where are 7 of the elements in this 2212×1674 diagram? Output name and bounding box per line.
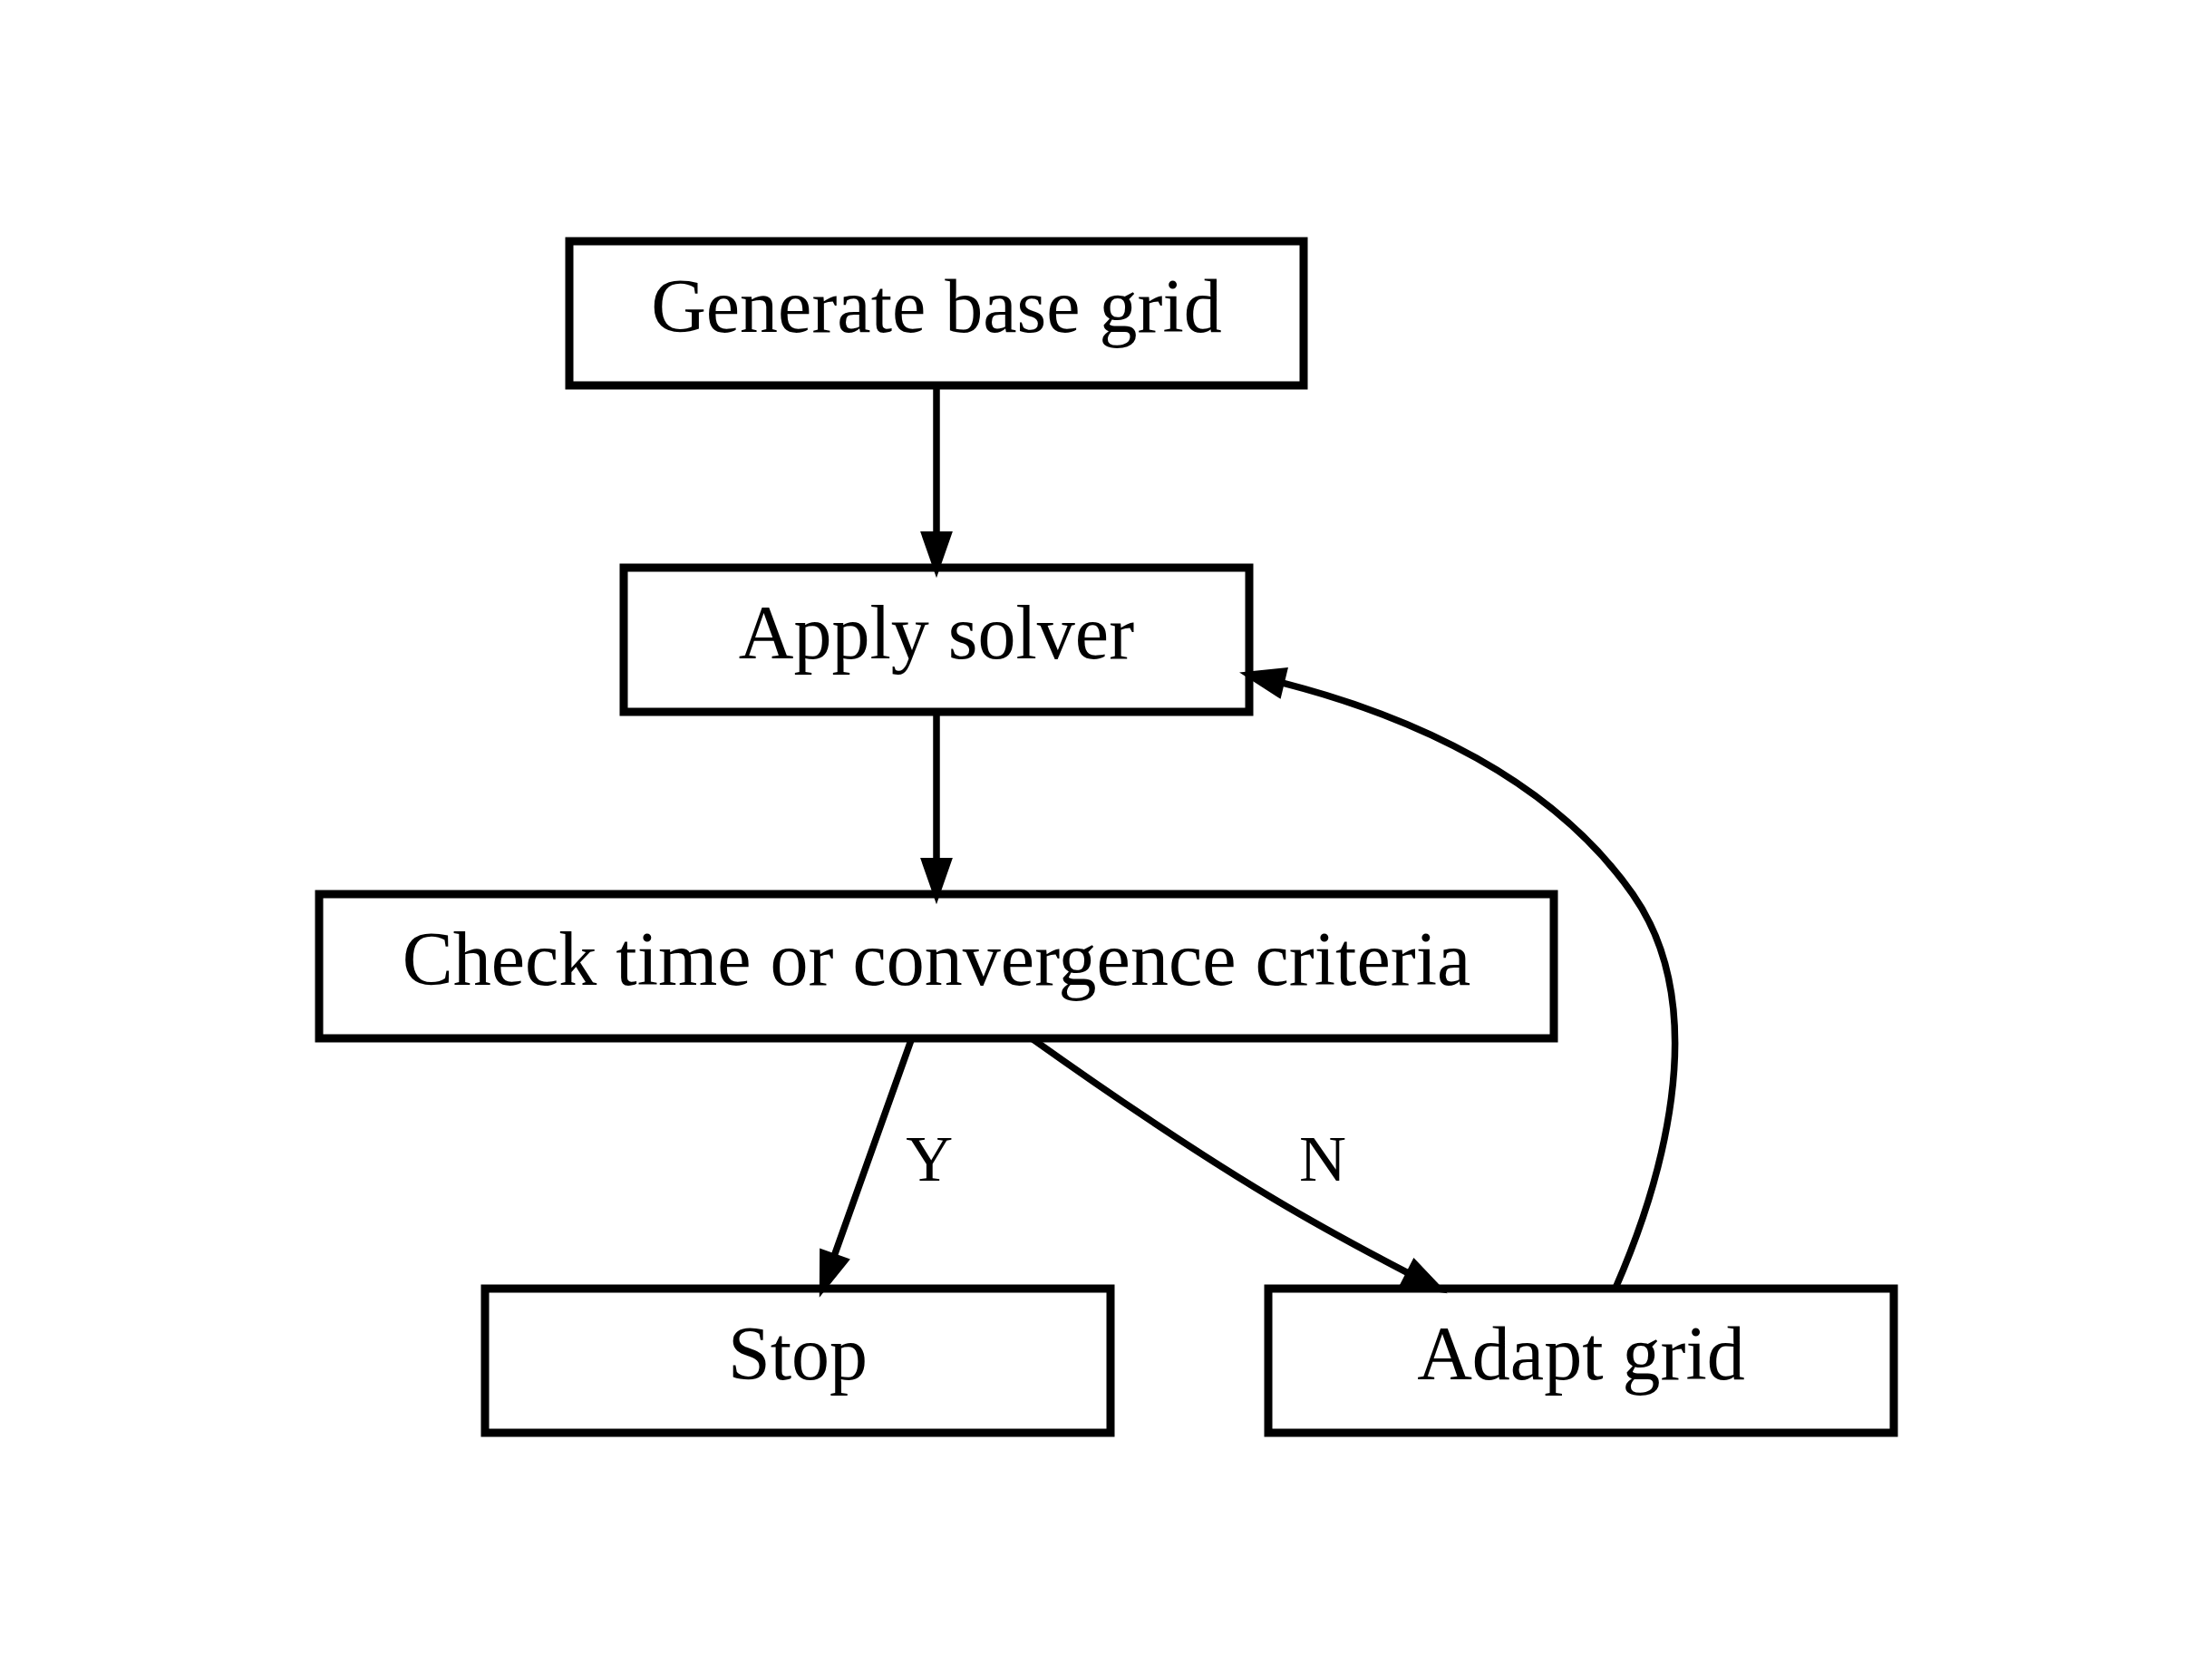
- node-box: Generate base grid: [565, 237, 1307, 390]
- node-box: Apply solver: [619, 563, 1253, 716]
- edge-label: Y: [905, 1122, 951, 1195]
- node-box: Adapt grid: [1264, 1284, 1897, 1437]
- node-box: Check time or convergence criteria: [315, 890, 1557, 1043]
- edge-label: N: [1298, 1122, 1346, 1195]
- node-box: Stop: [480, 1284, 1114, 1437]
